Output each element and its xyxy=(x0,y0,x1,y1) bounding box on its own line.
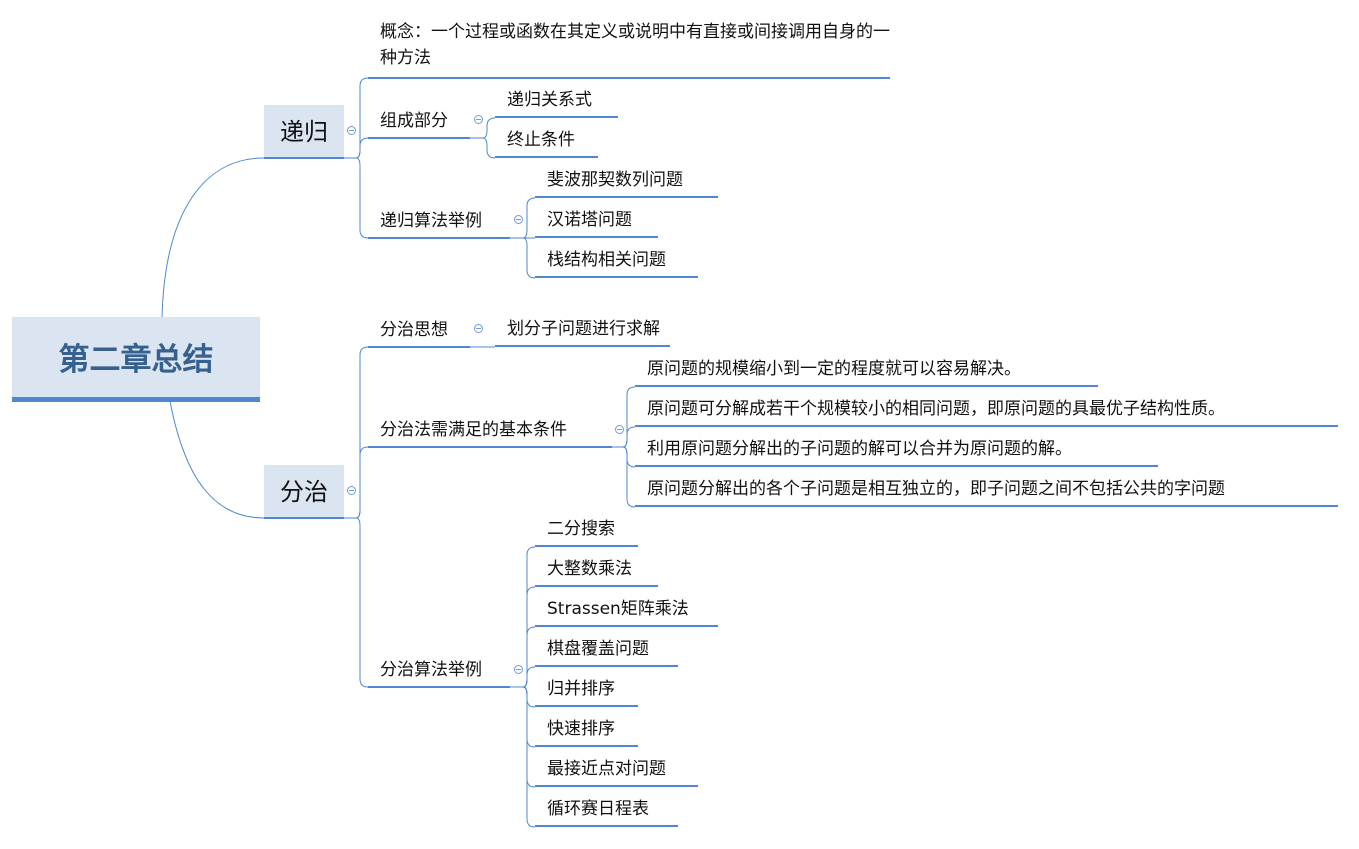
conditions-node-label: 分治法需满足的基本条件 xyxy=(380,420,567,440)
root-divide-connector xyxy=(169,400,265,519)
components-connector xyxy=(470,137,496,159)
divide-examples-item-label: 快速排序 xyxy=(547,719,615,739)
conditions-item[interactable]: 利用原问题分解出的子问题的解可以合并为原问题的解。 xyxy=(635,435,1158,467)
divide-examples-item-label: Strassen矩阵乘法 xyxy=(547,599,689,619)
conditions-connector xyxy=(612,426,636,448)
conditions-item-label: 利用原问题分解出的子问题的解可以合并为原问题的解。 xyxy=(647,439,1072,459)
divide-examples-item[interactable]: 二分搜索 xyxy=(535,515,638,547)
components-node-label: 组成部分 xyxy=(380,111,448,131)
conditions-item-label: 原问题的规模缩小到一定的程度就可以容易解决。 xyxy=(647,359,1021,379)
concept-node-label: 概念：一个过程或函数在其定义或说明中有直接或间接调用自身的一种方法 xyxy=(380,22,890,68)
divide-examples-item[interactable]: Strassen矩阵乘法 xyxy=(535,595,718,627)
idea-node[interactable]: 分治思想 xyxy=(368,316,470,348)
divide-examples-connector xyxy=(510,586,536,688)
components-item[interactable]: 递归关系式 xyxy=(495,86,618,118)
recursion-connector xyxy=(344,77,369,159)
root-node-label: 第二章总结 xyxy=(58,342,214,378)
idea-node-label: 分治思想 xyxy=(380,320,448,340)
divide-examples-node[interactable]: 分治算法举例 xyxy=(368,656,510,688)
divide-examples-node-label: 分治算法举例 xyxy=(380,660,482,680)
recursion-examples-item[interactable]: 斐波那契数列问题 xyxy=(535,166,718,198)
divide-examples-item-label: 大整数乘法 xyxy=(547,559,632,579)
divide-examples-item[interactable]: 循环赛日程表 xyxy=(535,795,678,827)
divide-connector xyxy=(344,446,369,519)
recursion-collapse-icon[interactable] xyxy=(347,126,356,135)
conditions-item[interactable]: 原问题的规模缩小到一定的程度就可以容易解决。 xyxy=(635,355,1098,387)
components-item[interactable]: 终止条件 xyxy=(495,126,598,158)
divide-node[interactable]: 分治 xyxy=(264,465,344,519)
divide-examples-connector xyxy=(510,686,536,828)
divide-collapse-icon[interactable] xyxy=(347,486,356,495)
divide-examples-item-label: 归并排序 xyxy=(547,679,615,699)
recursion-examples-item-label: 汉诺塔问题 xyxy=(547,210,632,230)
conditions-connector xyxy=(612,386,636,448)
recursion-examples-node[interactable]: 递归算法举例 xyxy=(368,207,510,239)
conditions-item-label: 原问题可分解成若干个规模较小的相同问题，即原问题的具最优子结构性质。 xyxy=(647,399,1225,419)
conditions-item[interactable]: 原问题分解出的各个子问题是相互独立的，即子问题之间不包括公共的字问题 xyxy=(635,475,1338,507)
divide-examples-connector xyxy=(510,626,536,688)
idea-collapse-icon[interactable] xyxy=(474,324,483,333)
divide-examples-connector xyxy=(510,686,536,748)
recursion-connector xyxy=(344,137,369,159)
recursion-examples-connector xyxy=(510,237,536,279)
root-node[interactable]: 第二章总结 xyxy=(12,317,260,402)
divide-examples-item-label: 棋盘覆盖问题 xyxy=(547,639,649,659)
divide-examples-collapse-icon[interactable] xyxy=(514,665,523,674)
idea-item[interactable]: 划分子问题进行求解 xyxy=(495,315,670,347)
recursion-examples-item-label: 斐波那契数列问题 xyxy=(547,170,683,190)
conditions-connector xyxy=(612,446,636,468)
divide-examples-item[interactable]: 归并排序 xyxy=(535,675,638,707)
divide-examples-item-label: 最接近点对问题 xyxy=(547,759,666,779)
components-item-label: 终止条件 xyxy=(507,130,575,150)
recursion-examples-item[interactable]: 栈结构相关问题 xyxy=(535,246,698,278)
components-item-label: 递归关系式 xyxy=(507,90,592,110)
conditions-item[interactable]: 原问题可分解成若干个规模较小的相同问题，即原问题的具最优子结构性质。 xyxy=(635,395,1338,427)
recursion-node[interactable]: 递归 xyxy=(264,105,344,159)
divide-examples-item[interactable]: 最接近点对问题 xyxy=(535,755,698,787)
components-connector xyxy=(470,117,496,139)
divide-examples-item-label: 二分搜索 xyxy=(547,519,615,539)
divide-examples-connector xyxy=(510,546,536,688)
conditions-collapse-icon[interactable] xyxy=(615,425,624,434)
divide-connector xyxy=(344,517,369,688)
recursion-examples-collapse-icon[interactable] xyxy=(514,215,523,224)
divide-examples-connector xyxy=(510,666,536,688)
recursion-examples-item[interactable]: 汉诺塔问题 xyxy=(535,206,658,238)
recursion-node-label: 递归 xyxy=(280,118,328,146)
conditions-connector xyxy=(612,446,636,508)
conditions-item-label: 原问题分解出的各个子问题是相互独立的，即子问题之间不包括公共的字问题 xyxy=(647,479,1225,499)
root-recursion-connector xyxy=(161,157,265,318)
divide-node-label: 分治 xyxy=(280,478,328,506)
conditions-node[interactable]: 分治法需满足的基本条件 xyxy=(368,416,612,448)
divide-examples-item[interactable]: 大整数乘法 xyxy=(535,555,658,587)
recursion-examples-item-label: 栈结构相关问题 xyxy=(547,250,666,270)
divide-examples-connector xyxy=(510,686,536,788)
recursion-connector xyxy=(344,157,369,239)
concept-node[interactable]: 概念：一个过程或函数在其定义或说明中有直接或间接调用自身的一种方法 xyxy=(368,19,890,79)
recursion-examples-node-label: 递归算法举例 xyxy=(380,211,482,231)
divide-examples-item[interactable]: 快速排序 xyxy=(535,715,638,747)
components-collapse-icon[interactable] xyxy=(474,115,483,124)
idea-item-label: 划分子问题进行求解 xyxy=(507,319,660,339)
components-node[interactable]: 组成部分 xyxy=(368,107,470,139)
divide-examples-connector xyxy=(510,686,536,708)
divide-examples-item-label: 循环赛日程表 xyxy=(547,799,649,819)
divide-examples-item[interactable]: 棋盘覆盖问题 xyxy=(535,635,678,667)
